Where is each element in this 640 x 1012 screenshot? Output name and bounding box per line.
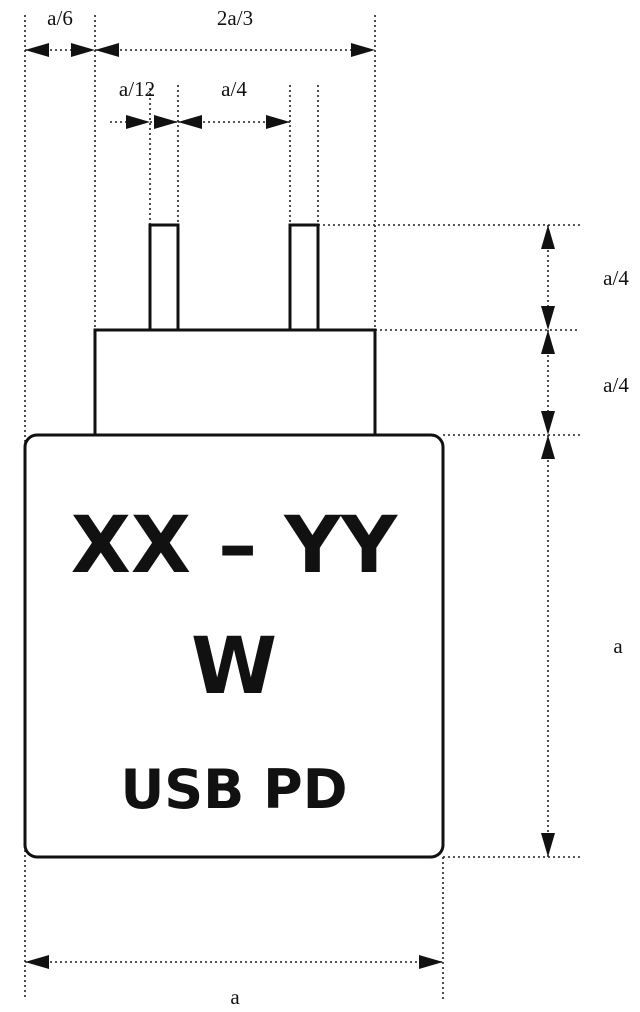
dimension-a12: a/12 <box>110 77 178 129</box>
plug-base <box>93 328 377 437</box>
dim-label-body-height: a <box>613 634 623 658</box>
dim-label-2a3: 2a/3 <box>217 6 253 30</box>
dimension-a6: a/6 <box>25 6 95 57</box>
dim-label-base-height: a/4 <box>603 373 629 397</box>
dim-label-a6: a/6 <box>47 6 73 30</box>
label-power-range: XX – YY <box>71 501 399 591</box>
label-watt: W <box>191 622 277 712</box>
dimension-base-height: a/4 <box>541 330 629 435</box>
dimension-body-height: a <box>541 435 623 857</box>
dimension-body-width: a <box>25 955 443 1009</box>
dimension-2a3: 2a/3 <box>95 6 375 57</box>
dim-label-a12: a/12 <box>119 77 155 101</box>
dim-label-body-width: a <box>230 985 240 1009</box>
dim-label-prong-height: a/4 <box>603 266 629 290</box>
charger-body <box>23 433 445 859</box>
dimension-a4-gap: a/4 <box>178 77 290 129</box>
dimension-prong-height: a/4 <box>541 225 629 330</box>
label-usb-pd: USB PD <box>120 758 347 821</box>
dim-label-prong-gap: a/4 <box>221 77 247 101</box>
prong-left <box>148 223 180 332</box>
prong-right <box>288 223 320 332</box>
